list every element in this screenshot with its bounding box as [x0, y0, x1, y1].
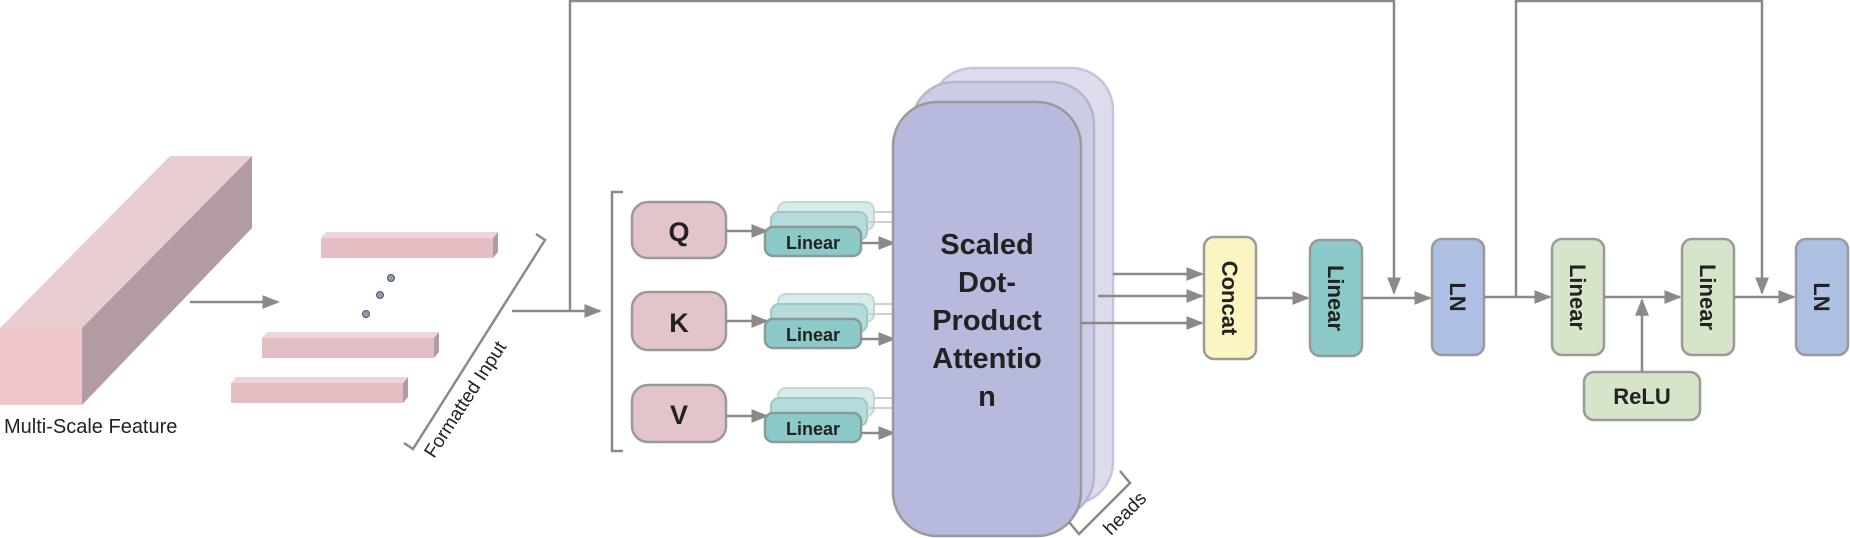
- attention-head-front: [891, 100, 1083, 538]
- linear-after-concat-label: Linear: [1323, 265, 1348, 331]
- residual-path-2: [1514, 0, 1769, 297]
- v-linear-label: Linear: [786, 419, 840, 439]
- feature-slice-3-top: [231, 377, 408, 383]
- v-box: [630, 383, 728, 444]
- ln2-label: LN: [1809, 282, 1834, 311]
- attention-label-line-4: Attentio: [932, 343, 1042, 375]
- feature-slice-1-top: [321, 232, 498, 238]
- multi-scale-feature-label: Multi-Scale Feature: [4, 416, 177, 438]
- ffn-linear2-label: Linear: [1695, 264, 1720, 330]
- k-linear-label: Linear: [786, 325, 840, 345]
- v-label: V: [670, 400, 688, 430]
- ellipsis-dot: [376, 291, 384, 299]
- q-linear-label: Linear: [786, 233, 840, 253]
- feature-slice-1-side: [493, 232, 498, 258]
- feature-block-front: [0, 328, 82, 405]
- qkv-group: Q Linear K Linear V Linear: [630, 200, 897, 444]
- heads-label: heads: [1100, 488, 1151, 538]
- feature-slices: [231, 232, 498, 403]
- feature-block-top: [0, 156, 252, 328]
- attention-stack: Scaled Dot- Product Attentio n: [891, 66, 1115, 538]
- attention-label-line-5: n: [978, 381, 996, 413]
- v-linear-box: [763, 411, 863, 444]
- feature-slice-2: [262, 338, 434, 358]
- feature-slice-1: [321, 238, 493, 258]
- ffn-linear1-label: Linear: [1565, 264, 1590, 330]
- multi-scale-feature-block: [0, 156, 252, 405]
- ln1-label: LN: [1445, 282, 1470, 311]
- q-linear-box: [763, 225, 863, 258]
- ellipsis-dot: [362, 310, 370, 318]
- k-label: K: [669, 308, 689, 338]
- formatted-input-bracket: [403, 232, 547, 451]
- ellipsis-dot: [387, 274, 395, 282]
- relu-label: ReLU: [1613, 384, 1670, 409]
- feature-slice-2-side: [434, 332, 439, 358]
- k-linear-box: [763, 317, 863, 350]
- residual-path-1: [568, 0, 1401, 311]
- feature-block-side: [82, 156, 252, 405]
- attention-label-line-3: Product: [932, 305, 1042, 337]
- feature-slice-3-side: [403, 377, 408, 403]
- heads-bracket: [1068, 470, 1132, 536]
- attention-label-line-2: Dot-: [958, 267, 1016, 299]
- q-label: Q: [668, 217, 689, 247]
- concat-label: Concat: [1217, 261, 1242, 336]
- qkv-bracket: [610, 190, 623, 453]
- feature-slice-2-top: [262, 332, 439, 338]
- feature-slice-3: [231, 383, 403, 403]
- attention-label-line-1: Scaled: [940, 229, 1034, 261]
- ln2-block: [1794, 237, 1850, 357]
